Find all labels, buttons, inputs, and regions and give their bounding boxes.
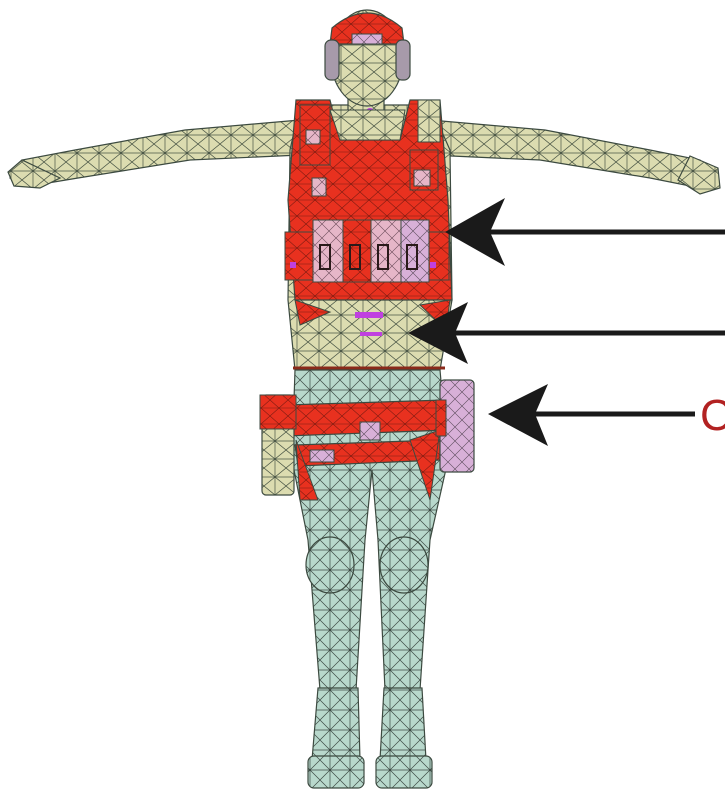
callout-belt-label: C [700, 391, 725, 440]
left-arm [8, 120, 300, 188]
callout-waist [408, 302, 725, 364]
tactical-vest [285, 100, 452, 330]
right-arm [430, 120, 720, 194]
callout-belt: C [488, 384, 725, 446]
boots [308, 688, 432, 788]
head [325, 10, 410, 116]
callout-vest [445, 198, 725, 266]
